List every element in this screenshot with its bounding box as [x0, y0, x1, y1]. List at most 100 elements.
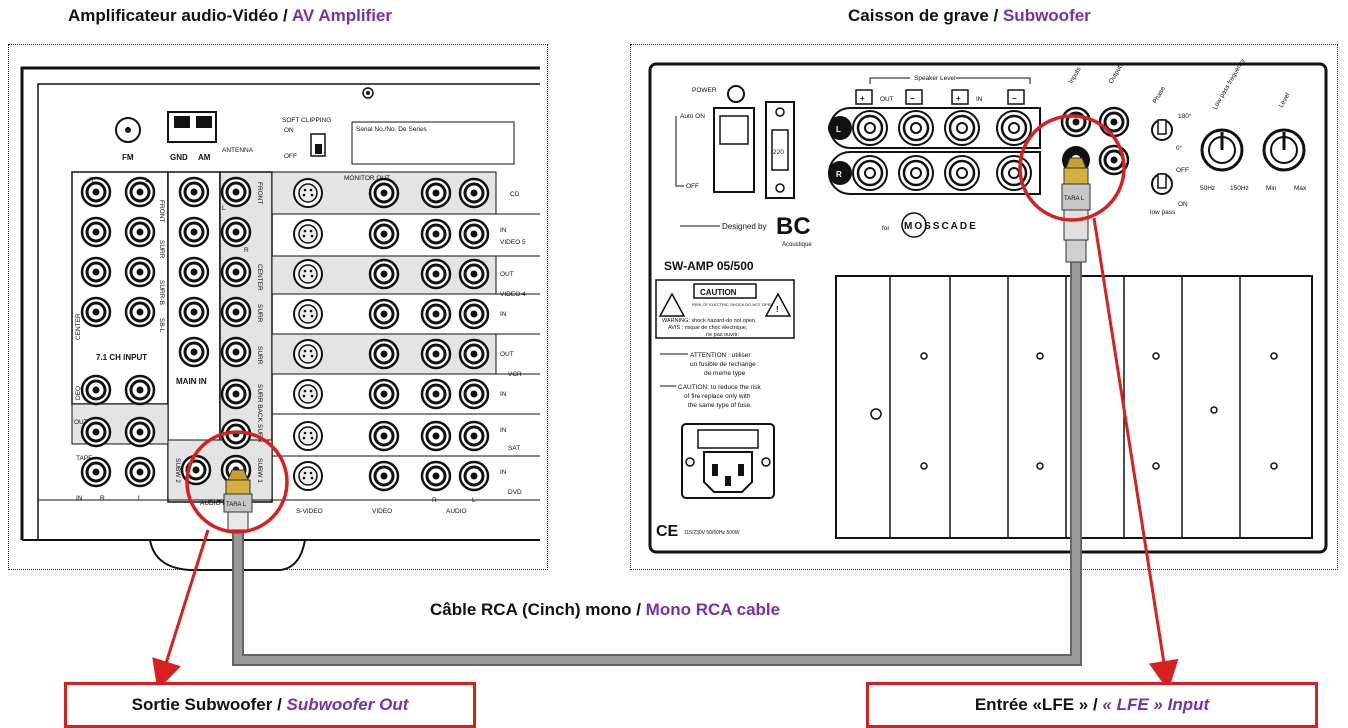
ch71-l-label: L — [145, 177, 149, 184]
tape-l-label: L — [138, 495, 142, 502]
iec-power-socket — [681, 423, 775, 499]
attention-line-3: de meme type — [704, 370, 746, 377]
soft-clipping-label: SOFT CLIPPING — [282, 117, 331, 124]
svideo-label: S-VIDEO — [296, 508, 323, 515]
ch71-r-label: R — [89, 177, 94, 184]
vcr-out-label: OUT — [500, 351, 514, 358]
center2-label: CENTER — [256, 264, 263, 291]
lfe-input-arrow — [1092, 217, 1179, 691]
power-led — [727, 85, 745, 103]
tape-out-label: OUT — [74, 419, 88, 426]
out-plus-label: + — [860, 94, 865, 103]
vcr-label: VCR — [508, 371, 522, 378]
subw1-label: SUBW 1 — [256, 458, 263, 483]
subwoofer-title: Caisson de grave / Subwoofer — [848, 6, 1091, 26]
subwoofer-title-en: Subwoofer — [1002, 6, 1091, 25]
speaker-in-label: IN — [976, 96, 983, 103]
subwoofer-out-highlight — [185, 430, 289, 534]
am-label: AM — [198, 153, 211, 162]
video5-in-label: IN — [500, 227, 507, 234]
power-label: POWER — [692, 87, 717, 94]
min-label: Min — [1266, 185, 1277, 192]
cable-label: Câble RCA (Cinch) mono / Mono RCA cable — [430, 600, 780, 620]
attention-line-2: un fusible de rechange — [690, 361, 756, 368]
ch71-input-label: 7.1 CH INPUT — [96, 353, 147, 362]
center-label: CENTER — [75, 313, 82, 340]
video4-out-label: OUT — [500, 271, 514, 278]
line-output-l — [1098, 106, 1130, 138]
voltage-label: 220 — [773, 149, 784, 156]
serial-label: Serial No./No. De Series — [356, 126, 428, 133]
speaker-level-label: Speaker Level — [914, 75, 956, 82]
video5-label: VIDEO 5 — [500, 239, 526, 246]
warning-line-1: WARNING: shock hazard-do not open. — [662, 318, 757, 324]
subw2-label: SUBW 2 — [174, 458, 181, 483]
speaker-out-label: OUT — [880, 96, 894, 103]
amp-plug-brand: TARA L — [226, 502, 247, 508]
out-minus-label: − — [910, 94, 915, 103]
sat-label: SAT — [508, 445, 520, 452]
front-label: FRONT — [158, 200, 165, 222]
subwoofer-out-callout: Sortie Subwoofer / Subwoofer Out — [64, 682, 476, 728]
bc-logo: BC — [776, 213, 811, 240]
preout-r-label: R — [244, 247, 249, 254]
lfe-input-highlight — [1018, 114, 1126, 222]
am-terminals — [167, 111, 217, 143]
model-label: SW-AMP 05/500 — [664, 259, 754, 273]
subwoofer-title-fr: Caisson de grave / — [848, 6, 999, 25]
video4-in-label: IN — [500, 311, 507, 318]
tape-r-label: R — [100, 495, 105, 502]
rating-label: 115/230V 50/60Hz 500W — [684, 530, 740, 536]
ce-mark: CE — [656, 523, 679, 540]
svg-text:!: ! — [776, 305, 779, 314]
low-pass-on-label: ON — [1178, 201, 1188, 208]
right-channel-label: R — [836, 170, 842, 179]
lfe-input-callout-en: « LFE » Input — [1102, 695, 1210, 714]
serial-plate — [351, 121, 515, 165]
in-plus-label: + — [956, 94, 961, 103]
subwoofer-out-callout-en: Subwoofer Out — [286, 695, 409, 714]
cable-label-fr: Câble RCA (Cinch) mono / — [430, 600, 641, 619]
soft-clipping-on: ON — [284, 127, 294, 134]
main-in-label: MAIN IN — [176, 377, 207, 386]
sbl-label: SB-L — [158, 318, 165, 333]
video4-label: VIDEO 4 — [500, 291, 526, 298]
lfe-input-callout-fr: Entrée «LFE » / — [974, 695, 1098, 714]
surr2-label: SURR — [256, 304, 263, 323]
line-input-l — [1060, 106, 1092, 138]
low-pass-off-label: OFF — [1176, 167, 1189, 174]
subwoofer-out-arrow — [152, 529, 210, 691]
phase-180-label: 180° — [1178, 112, 1192, 120]
sub-plug-brand: TARA L — [1064, 196, 1085, 202]
mosscade-label: MOSSCADE — [904, 221, 978, 232]
tape-in-label: IN — [76, 495, 83, 502]
amplifier-rca-plug: TARA L — [223, 469, 253, 531]
surr-back-2-label: SURR — [256, 424, 263, 443]
subwoofer-panel — [630, 44, 1338, 570]
warning-line-3: ne pas ouvrir. — [706, 332, 739, 338]
lfe-input-callout: Entrée «LFE » / « LFE » Input — [866, 682, 1318, 728]
warning-line-2: AVIS : risque de choc électrique, — [668, 325, 748, 331]
power-off-label: OFF — [686, 183, 699, 190]
for-label: for — [882, 225, 890, 232]
surr-b-label: SURR-B — [158, 280, 165, 305]
surr-r-label: SURR — [256, 346, 263, 365]
attention-line-1: ATTENTION : utiliser — [690, 352, 751, 359]
cd-label: CD — [510, 191, 520, 198]
amplifier-rear-panel: FM GND AM ANTENNA SOFT CLIPPING ON OFF S… — [20, 66, 540, 571]
phase-0-label: 0° — [1176, 144, 1183, 152]
fm-label: FM — [122, 153, 134, 162]
dvd-label: DVD — [508, 489, 522, 496]
gnd-label: GND — [170, 153, 188, 162]
risk-label: RISK OF ELECTRIC SHOCK DO NOT OPEN — [692, 302, 773, 307]
dvd-in-label: IN — [500, 469, 507, 476]
acoustique-label: Acoustique — [782, 242, 812, 248]
auto-on-label: Auto ON — [680, 113, 705, 120]
front2-label: FRONT — [256, 182, 263, 204]
amplifier-title: Amplificateur audio-Vidéo / AV Amplifier — [68, 6, 392, 26]
cable-label-en: Mono RCA cable — [645, 600, 781, 619]
hz150-label: 150Hz — [1230, 185, 1249, 192]
surr-label: SURR — [158, 240, 165, 259]
subwoofer-rear-panel: POWER Auto ON OFF 220 Speaker Level + OU… — [648, 57, 1328, 554]
subwoofer-out-callout-fr: Sortie Subwoofer / — [131, 695, 282, 714]
